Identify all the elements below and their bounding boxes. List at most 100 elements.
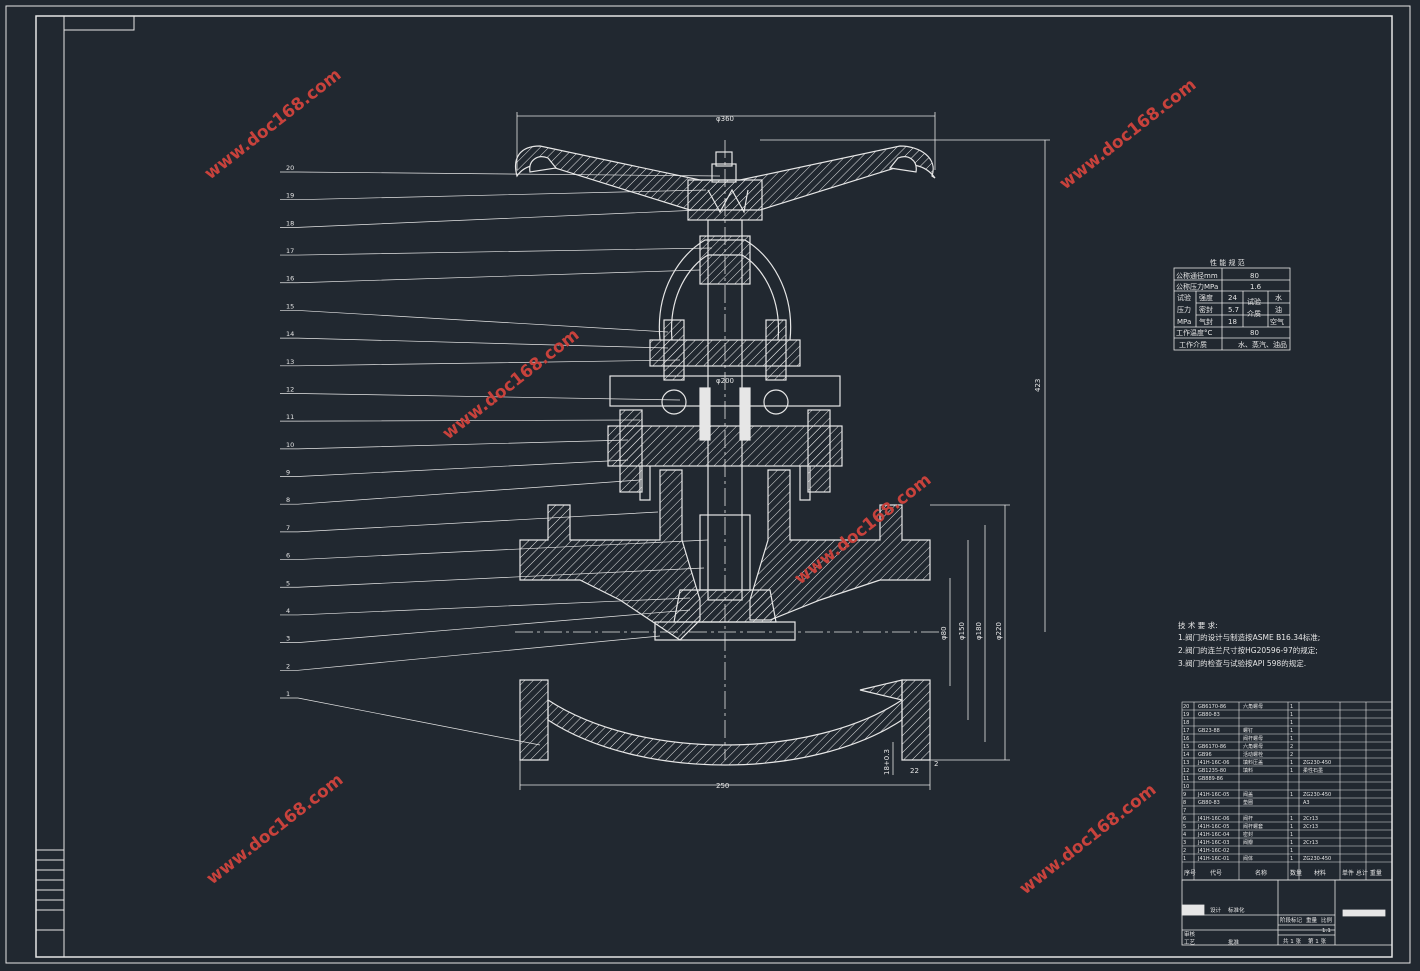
balloon-leader bbox=[280, 511, 659, 533]
balloon-leader bbox=[280, 567, 705, 588]
bom-cell: GB80-83 bbox=[1198, 712, 1220, 718]
dim-face-off: 2 bbox=[934, 760, 938, 768]
bom-cell: 阀杆螺母 bbox=[1243, 735, 1263, 742]
dimensions bbox=[516, 112, 1050, 790]
watermark-2: www.doc168.com bbox=[1056, 75, 1201, 194]
bom-cell: GB1235-80 bbox=[1198, 768, 1226, 774]
bom-cell: 12 bbox=[1183, 768, 1189, 774]
bom-cell: 1 bbox=[1290, 768, 1293, 774]
bom-table bbox=[1181, 701, 1393, 881]
svg-text:空气: 空气 bbox=[1270, 317, 1284, 326]
bom-cell: 1 bbox=[1290, 728, 1293, 734]
bom-cell: 2 bbox=[1290, 744, 1293, 750]
bom-cell: 17 bbox=[1183, 728, 1189, 734]
bom-cell: J41H-16C-06 bbox=[1197, 816, 1229, 822]
bom-cell: 19 bbox=[1183, 712, 1189, 718]
svg-text:材料: 材料 bbox=[1314, 869, 1326, 877]
bom-cell: 活动螺栓 bbox=[1243, 751, 1263, 758]
perf-pn-label: 公称压力MPa bbox=[1176, 282, 1218, 291]
tech-item-2: 2.阀门的连兰尺寸按HG20596-97的规定; bbox=[1178, 645, 1318, 655]
bom-cell: 1 bbox=[1290, 720, 1293, 726]
balloon-number: 10 bbox=[286, 441, 294, 449]
balloon-number: 14 bbox=[286, 330, 294, 338]
bom-cell: GB23-88 bbox=[1198, 728, 1220, 734]
balloon-number: 20 bbox=[286, 164, 294, 172]
svg-text:介质: 介质 bbox=[1247, 309, 1261, 318]
balloon-number: 11 bbox=[286, 413, 294, 421]
balloon-leader bbox=[280, 269, 701, 284]
svg-text:试验: 试验 bbox=[1247, 297, 1261, 306]
svg-text:阶段标记: 阶段标记 bbox=[1280, 916, 1303, 924]
balloon-number: 13 bbox=[286, 358, 294, 366]
bom-cell: 1 bbox=[1183, 856, 1186, 862]
balloon-leader bbox=[280, 359, 681, 367]
svg-text:标准化: 标准化 bbox=[1228, 906, 1245, 914]
bom-cell: 16 bbox=[1183, 736, 1189, 742]
balloon-leader bbox=[280, 310, 669, 333]
balloon-leader bbox=[280, 609, 691, 643]
balloon-number: 6 bbox=[286, 552, 290, 560]
bom-cell: 2 bbox=[1290, 752, 1293, 758]
balloon-leader bbox=[280, 635, 661, 671]
perf-dn-label: 公称通径mm bbox=[1176, 271, 1218, 280]
bom-cell: ZG230-450 bbox=[1303, 760, 1331, 766]
dim-length: 250 bbox=[716, 782, 729, 790]
bom-cell: J41H-16C-01 bbox=[1197, 856, 1229, 862]
balloon-leader bbox=[280, 597, 691, 616]
balloon-leader bbox=[280, 697, 541, 746]
balloon-number: 9 bbox=[286, 469, 290, 477]
svg-text:共 1 张: 共 1 张 bbox=[1283, 937, 1301, 945]
svg-text:压力: 压力 bbox=[1177, 305, 1191, 314]
bom-cell: 9 bbox=[1183, 792, 1186, 798]
title-block bbox=[1181, 879, 1393, 946]
balloon-number: 17 bbox=[286, 247, 294, 255]
bom-cell: GB6170-86 bbox=[1198, 744, 1226, 750]
perf-dn-val: 80 bbox=[1250, 272, 1259, 280]
dim-raised-face: φ150 bbox=[958, 622, 966, 640]
bom-header: 序号 代号 名称 数量 材料 单件 总计 重量 bbox=[1184, 869, 1382, 877]
svg-text:密封: 密封 bbox=[1199, 305, 1213, 314]
balloon-leader bbox=[280, 419, 641, 422]
bom-cell: 六角螺母 bbox=[1243, 743, 1263, 750]
svg-text:代号: 代号 bbox=[1210, 869, 1222, 877]
svg-text:第 1 张: 第 1 张 bbox=[1308, 937, 1326, 945]
bom-cell: 1 bbox=[1290, 824, 1293, 830]
bom-cell: 15 bbox=[1183, 744, 1189, 750]
bom-cell: 11 bbox=[1183, 776, 1189, 782]
bom-cell: J41H-16C-05 bbox=[1197, 792, 1229, 798]
bom-cell: 密封 bbox=[1243, 831, 1253, 838]
tech-item-3: 3.阀门的检查与试验按API 598的规定. bbox=[1178, 658, 1306, 668]
tech-requirements: 技 术 要 求: 1.阀门的设计与制造按ASME B16.34标准; 2.阀门的… bbox=[1178, 620, 1320, 668]
balloon-leader bbox=[280, 337, 669, 349]
watermark-6: www.doc168.com bbox=[1016, 780, 1161, 899]
balloon-leader bbox=[280, 459, 629, 477]
balloon-leader bbox=[280, 393, 681, 401]
dim-bolt-circle: φ180 bbox=[975, 622, 983, 640]
svg-text:数量: 数量 bbox=[1290, 869, 1302, 877]
svg-text:单件 总计 重量: 单件 总计 重量 bbox=[1342, 869, 1382, 877]
bom-cell: 1 bbox=[1290, 760, 1293, 766]
bom-cell: 2 bbox=[1183, 848, 1186, 854]
bom-cell: GB80-83 bbox=[1198, 800, 1220, 806]
valve-assembly bbox=[515, 140, 940, 766]
bom-cell: 14 bbox=[1183, 752, 1189, 758]
bom-cell: 7 bbox=[1183, 808, 1186, 814]
bom-cell: 3 bbox=[1183, 840, 1186, 846]
svg-text:批准: 批准 bbox=[1228, 938, 1240, 946]
title-block-text: 设计 标准化 审核 工艺 批准 阶段标记 重量 比例 1:1 共 1 张 第 1… bbox=[1184, 906, 1333, 946]
svg-text:水: 水 bbox=[1275, 293, 1282, 302]
svg-text:1:1: 1:1 bbox=[1322, 928, 1331, 934]
bom-cell: J41H-16C-05 bbox=[1197, 824, 1229, 830]
bom-cell: 2Cr13 bbox=[1303, 816, 1318, 822]
perf-pn-val: 1.6 bbox=[1250, 283, 1262, 291]
dim-flange-w: 22 bbox=[910, 767, 919, 775]
bonnet-bolts bbox=[619, 319, 831, 493]
bom-cell: 4 bbox=[1183, 832, 1186, 838]
bom-cell: 1 bbox=[1290, 856, 1293, 862]
bom-cell: GB96 bbox=[1198, 752, 1212, 758]
balloon-leader bbox=[280, 209, 701, 228]
bom-cell: 六角螺母 bbox=[1243, 703, 1263, 710]
